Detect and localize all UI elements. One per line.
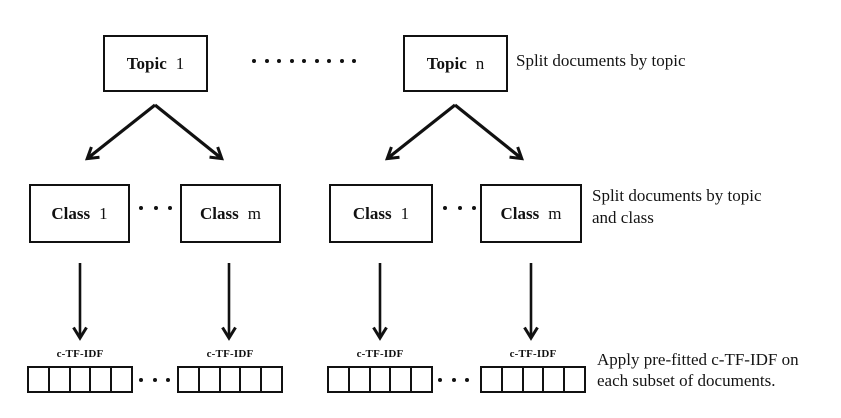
dot: [264, 59, 269, 63]
class-box-1-left-label: Class: [51, 203, 91, 223]
class-box-m-right: Class m: [480, 184, 582, 243]
class-box-m-right-label: Class: [500, 203, 540, 223]
vector-cell: [47, 366, 71, 393]
class-box-1-right: Class 1: [329, 184, 433, 243]
vector-cell: [68, 366, 92, 393]
dot: [472, 206, 476, 210]
annotation-split-by-topic-text: Split documents by topic: [516, 51, 686, 70]
topic-box-n-label: Topic: [426, 53, 467, 73]
annotation-split-by-topic-class-line2: and class: [592, 208, 654, 227]
vector-cell: [239, 366, 263, 393]
topic-box-1-index: 1: [175, 53, 185, 73]
vector-cell: [480, 366, 503, 393]
arrow-topicn-to-classm: [453, 103, 525, 161]
topic-box-n: Topic n: [403, 35, 508, 92]
class-box-m-right-index: m: [548, 203, 562, 223]
ellipsis-icon-vector-left: [139, 377, 170, 383]
dot: [252, 59, 256, 63]
ctfidf-vector-3: [327, 366, 433, 393]
vector-cell: [197, 366, 221, 393]
vector-cell: [368, 366, 392, 393]
arrow-topicn-to-class1: [384, 103, 456, 161]
ctfidf-label-2: c-TF-IDF: [206, 348, 254, 360]
vector-cell: [521, 366, 545, 393]
dot: [352, 59, 356, 63]
vector-cell: [563, 366, 586, 393]
vector-cell: [260, 366, 283, 393]
dot: [289, 59, 294, 63]
ellipsis-icon-vector-right: [438, 377, 469, 383]
dot: [339, 59, 344, 63]
annotation-apply-ctfidf-line1: Apply pre-fitted c-TF-IDF on: [597, 350, 799, 369]
vector-cell: [110, 366, 133, 393]
ctfidf-label-1: c-TF-IDF: [56, 348, 104, 360]
vector-cell: [89, 366, 113, 393]
dot: [153, 206, 158, 210]
vector-cell: [27, 366, 50, 393]
annotation-apply-ctfidf: Apply pre-fitted c-TF-IDF on each subset…: [597, 349, 799, 391]
vector-cell: [410, 366, 433, 393]
topic-box-1: Topic 1: [103, 35, 208, 92]
dot: [139, 378, 143, 382]
annotation-split-by-topic-class: Split documents by topic and class: [592, 185, 762, 229]
ctfidf-vector-4: [480, 366, 586, 393]
class-box-1-left-index: 1: [99, 203, 108, 223]
ctfidf-vector-1: [27, 366, 133, 393]
dot: [327, 59, 331, 63]
dot: [457, 206, 462, 210]
class-box-m-left-label: Class: [200, 203, 239, 223]
dot: [302, 59, 306, 63]
vector-cell: [347, 366, 371, 393]
annotation-split-by-topic: Split documents by topic: [516, 51, 686, 71]
dot: [438, 378, 442, 382]
ellipsis-icon-class-left: [139, 205, 172, 211]
vector-cell: [500, 366, 524, 393]
dot: [314, 59, 319, 63]
dot: [152, 378, 157, 382]
vector-cell: [389, 366, 413, 393]
ellipsis-icon-class-right: [443, 205, 476, 211]
ctfidf-vector-2: [177, 366, 283, 393]
ctfidf-label-3: c-TF-IDF: [356, 348, 404, 360]
class-box-m-left: Class m: [180, 184, 281, 243]
vector-cell: [327, 366, 350, 393]
vector-cell: [542, 366, 566, 393]
class-box-1-right-label: Class: [352, 203, 392, 223]
ctfidf-label-4: c-TF-IDF: [509, 348, 557, 360]
dot: [168, 206, 172, 210]
vector-cell: [177, 366, 200, 393]
dot: [465, 378, 469, 382]
topic-box-1-label: Topic: [126, 53, 167, 73]
arrow-topic1-to-classm: [153, 103, 225, 161]
annotation-split-by-topic-class-line1: Split documents by topic: [592, 186, 762, 205]
dot: [451, 378, 456, 382]
annotation-apply-ctfidf-line2: each subset of documents.: [597, 371, 776, 390]
dot: [139, 206, 143, 210]
vector-cell: [218, 366, 242, 393]
class-box-1-left: Class 1: [29, 184, 130, 243]
dot: [166, 378, 170, 382]
topic-box-n-index: n: [475, 53, 485, 73]
dot: [443, 206, 447, 210]
dot: [277, 59, 281, 63]
arrow-topic1-to-class1: [84, 103, 156, 161]
ellipsis-icon-topic-row: [252, 58, 356, 64]
class-box-1-right-index: 1: [400, 203, 410, 223]
class-box-m-left-index: m: [247, 203, 261, 223]
